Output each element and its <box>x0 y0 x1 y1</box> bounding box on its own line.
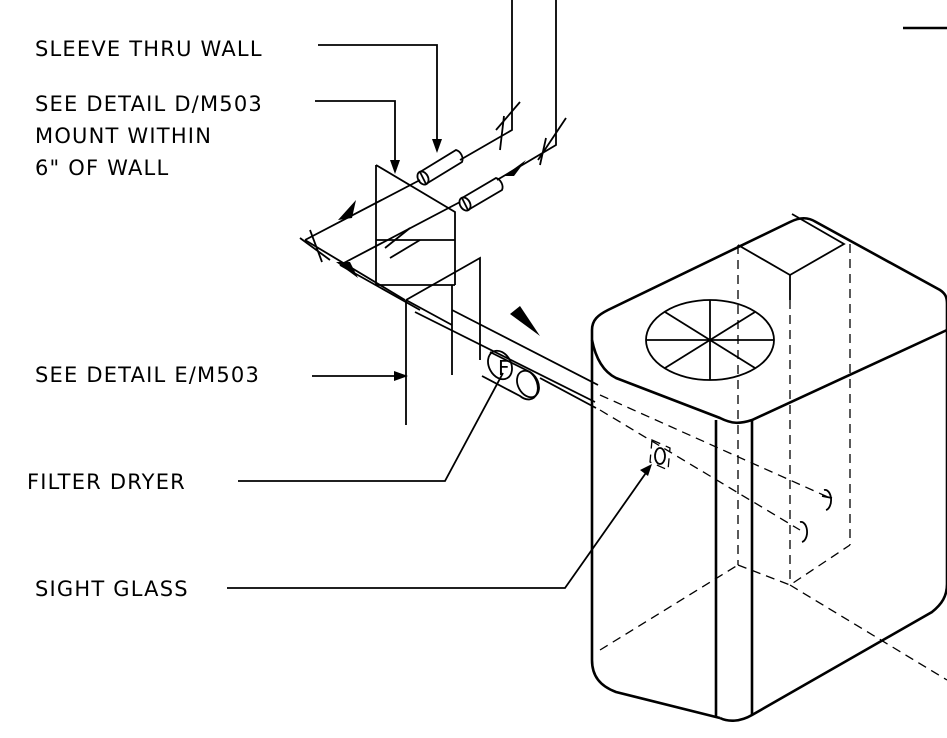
label-filter-dryer: FILTER DRYER <box>27 470 186 494</box>
wall-detail-e <box>405 256 481 425</box>
leader-sight-glass <box>227 464 652 589</box>
label-see-detail-d: SEE DETAIL D/M503 <box>35 92 263 116</box>
label-mount-within: MOUNT WITHIN <box>35 124 212 148</box>
leader-filter-dryer <box>238 372 504 482</box>
label-sleeve-thru-wall: SLEEVE THRU WALL <box>35 37 263 61</box>
leader-detail-d <box>315 100 400 174</box>
label-of-wall: 6" OF WALL <box>35 156 169 180</box>
sight-glass <box>649 439 671 471</box>
filter-symbol: F <box>498 356 510 380</box>
leader-detail-e <box>312 371 408 381</box>
riser-pipes <box>459 0 567 181</box>
pipe-sleeve-upper <box>416 149 464 186</box>
filter-dryer: F <box>481 349 540 401</box>
pipe-sleeve-lower <box>458 177 504 212</box>
condensing-unit <box>590 213 947 722</box>
wall-detail-d <box>375 164 456 286</box>
leader-sleeve <box>318 44 442 153</box>
pipe-to-unit <box>414 309 599 409</box>
label-see-detail-e: SEE DETAIL E/M503 <box>35 363 260 387</box>
liquid-suction-lines <box>299 160 540 336</box>
label-sight-glass: SIGHT GLASS <box>35 577 189 601</box>
